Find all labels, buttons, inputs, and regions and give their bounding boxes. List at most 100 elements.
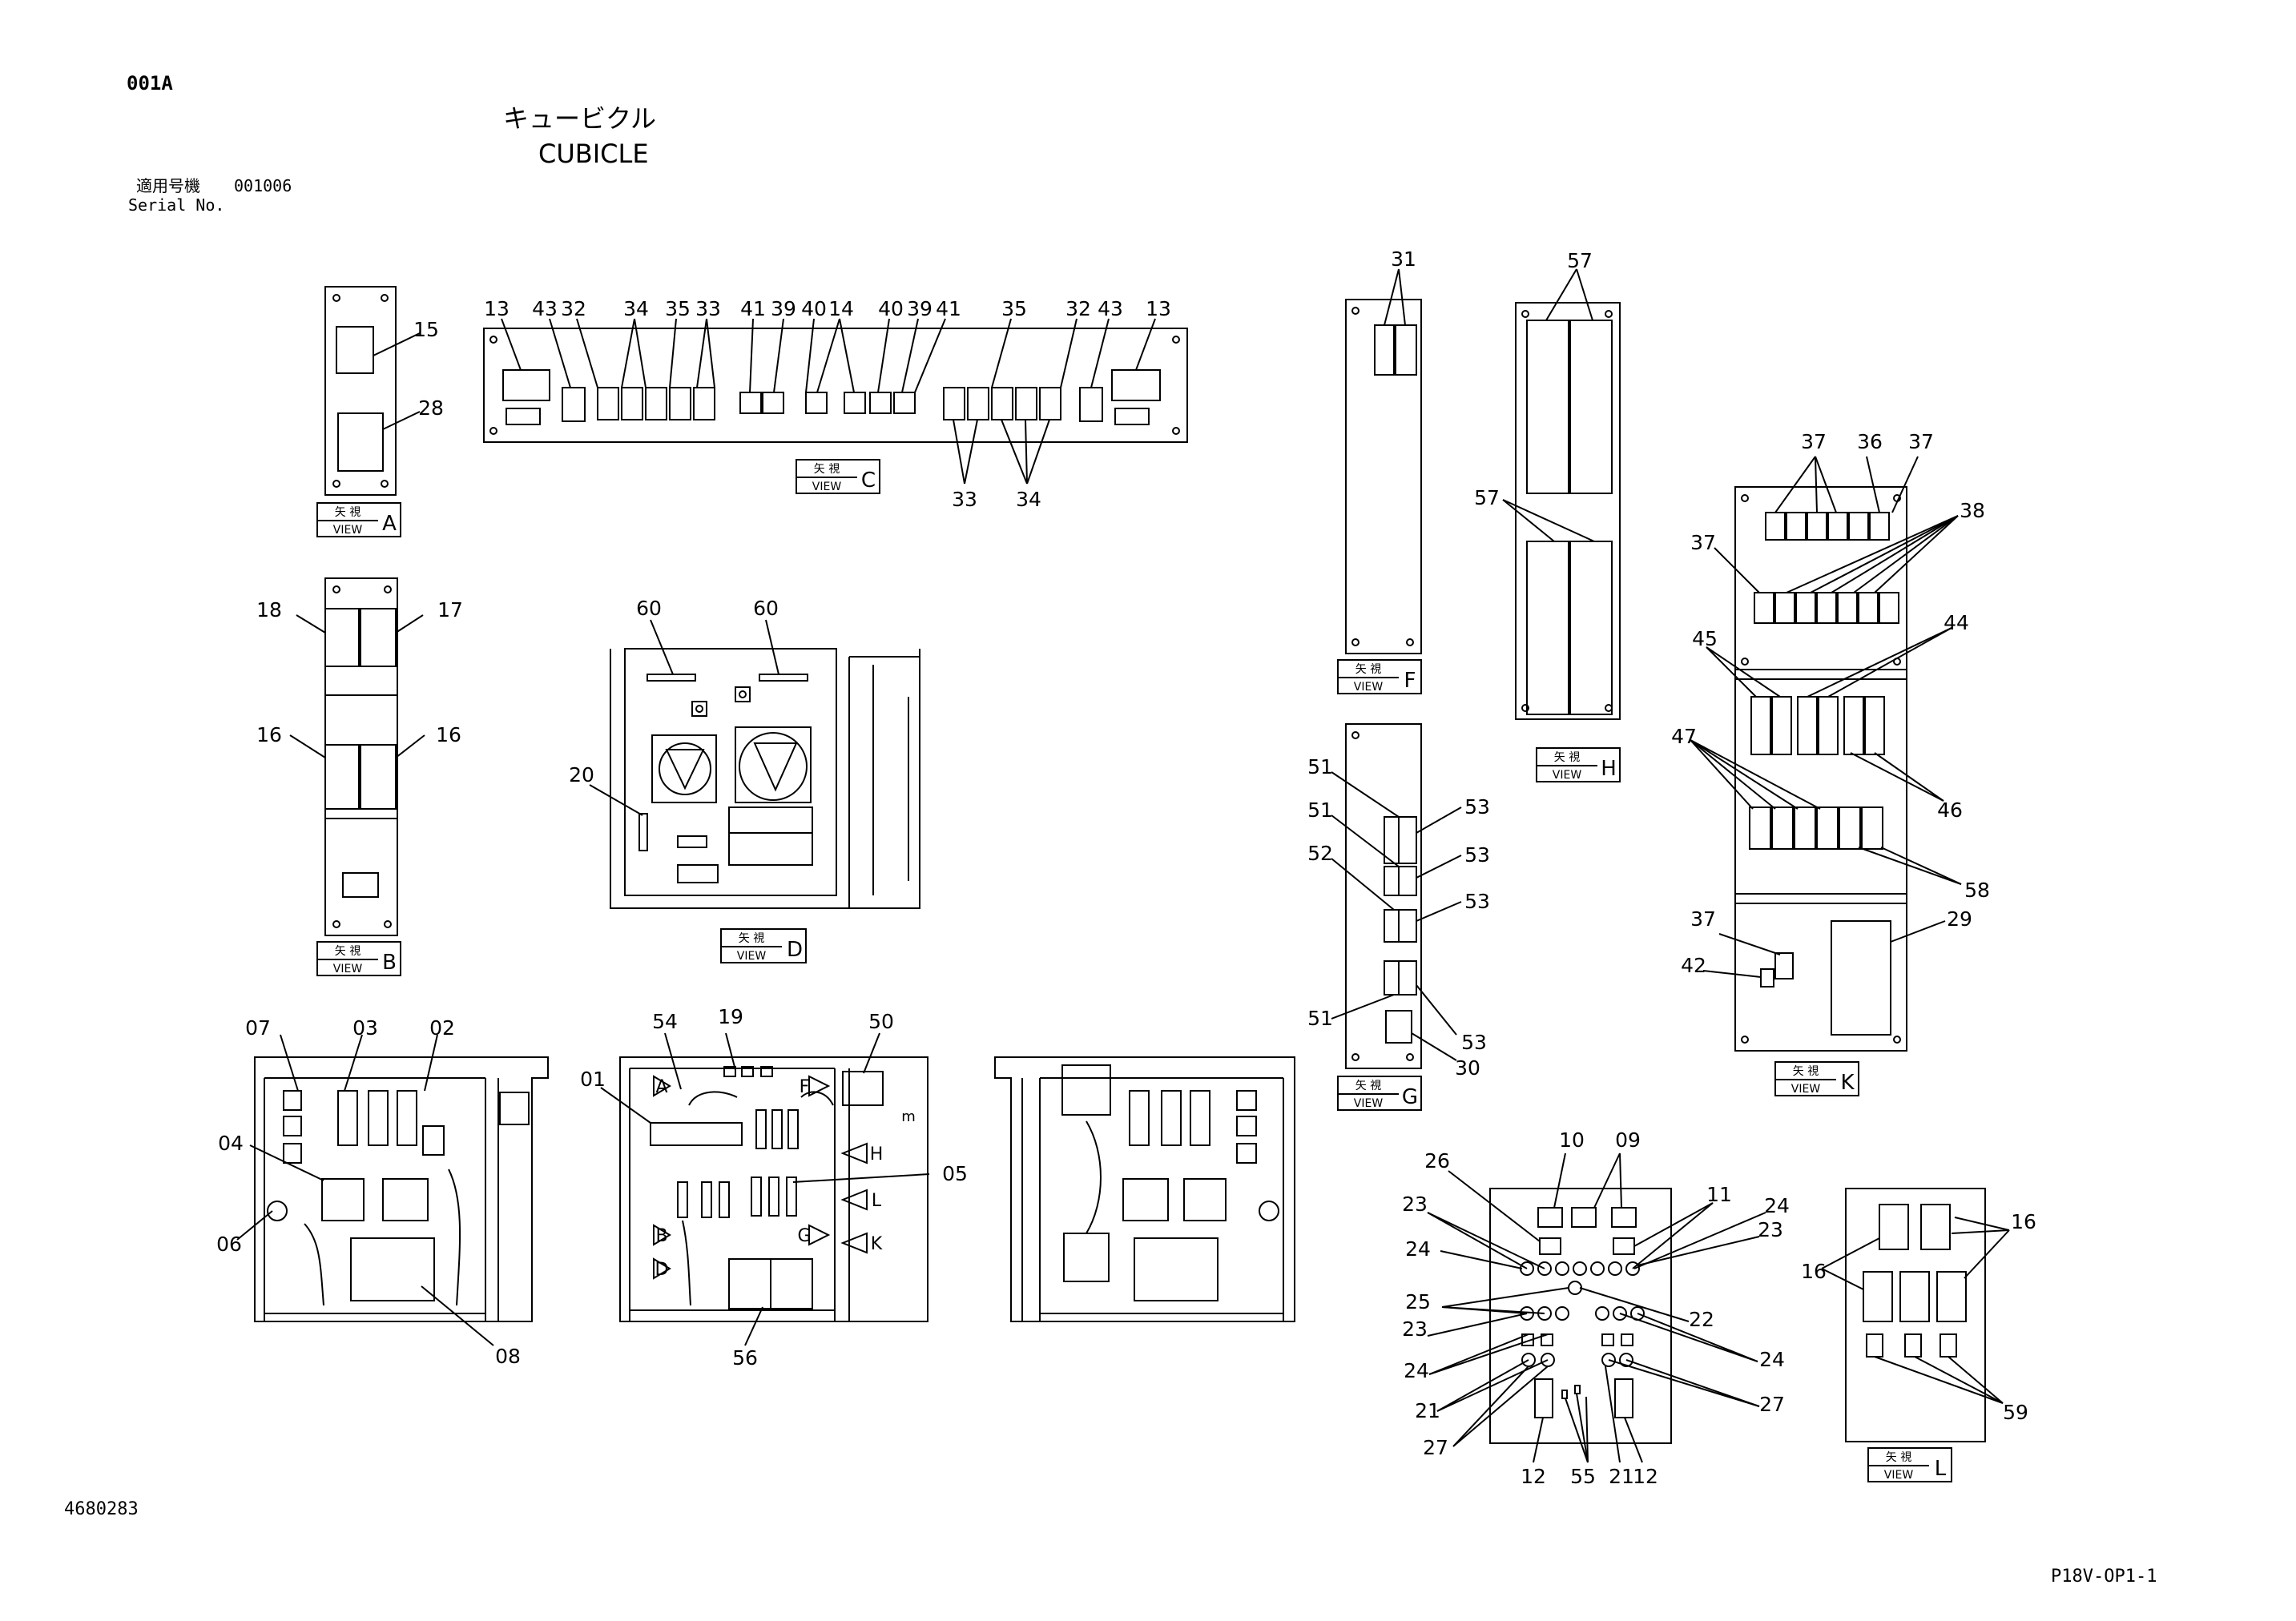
callout: 35	[1001, 297, 1027, 320]
callout: 54	[652, 1010, 678, 1033]
callout: 16	[2011, 1210, 2036, 1233]
view-tag-c-en: VIEW	[812, 481, 842, 493]
callout: 28	[418, 396, 444, 420]
callout: 39	[771, 297, 796, 320]
callout: 32	[1065, 297, 1091, 320]
callout: 09	[1615, 1128, 1641, 1152]
document-number: 4680283	[64, 1499, 139, 1519]
callout: 16	[1801, 1260, 1827, 1283]
view-tag-a-en: VIEW	[333, 524, 363, 537]
callout: 08	[495, 1345, 521, 1368]
title-japanese: キュービクル	[503, 103, 657, 134]
serial-label-japanese: 適用号機	[136, 176, 200, 195]
callout: 46	[1937, 798, 1963, 822]
view-tag-l-en: VIEW	[1884, 1469, 1914, 1482]
callout: 20	[569, 763, 594, 786]
callout: 04	[218, 1132, 244, 1155]
assembly-side-view-left	[236, 1034, 549, 1346]
view-tag-d-jp: 矢 視	[739, 932, 764, 945]
view-tag-h-en: VIEW	[1553, 769, 1582, 782]
callout: 51	[1307, 755, 1333, 778]
view-tag-h-jp: 矢 視	[1554, 751, 1580, 764]
callout: 45	[1692, 627, 1718, 650]
callout: 23	[1758, 1218, 1783, 1241]
view-tag-l-jp: 矢 視	[1886, 1451, 1911, 1464]
callout: 15	[413, 318, 439, 341]
callout: 23	[1402, 1193, 1428, 1216]
view-letter-b: B	[382, 951, 397, 975]
callout: 17	[437, 598, 463, 621]
view-f	[1337, 268, 1422, 694]
callout: 50	[868, 1010, 894, 1033]
callout: 24	[1405, 1237, 1431, 1261]
callout: 59	[2003, 1401, 2028, 1424]
callout: 58	[1964, 879, 1990, 902]
callout: 23	[1402, 1317, 1428, 1341]
view-letter-c: C	[861, 469, 876, 493]
callout: 41	[740, 297, 766, 320]
callout: 41	[936, 297, 961, 320]
view-tag-b-jp: 矢 視	[335, 945, 361, 958]
callout: 38	[1960, 499, 1985, 522]
view-c	[483, 318, 1188, 494]
callout: 37	[1801, 430, 1827, 453]
callout: 16	[256, 723, 282, 746]
view-tag-f-jp: 矢 視	[1355, 663, 1381, 676]
view-tag-f-en: VIEW	[1354, 681, 1384, 694]
callout: 12	[1633, 1465, 1658, 1488]
callout: 51	[1307, 1007, 1333, 1030]
callout: 27	[1423, 1436, 1448, 1459]
callout: 33	[952, 488, 977, 511]
callout: 24	[1764, 1194, 1790, 1217]
page-reference: P18V-OP1-1	[2051, 1567, 2157, 1587]
callout: 53	[1464, 843, 1490, 867]
view-tag-d-en: VIEW	[737, 950, 767, 963]
callout: 55	[1570, 1465, 1596, 1488]
callout: 33	[695, 297, 721, 320]
view-a	[316, 286, 421, 537]
view-letter-d: D	[787, 938, 803, 962]
diagram-letter: B	[655, 1226, 667, 1246]
callout: 07	[245, 1016, 271, 1040]
diagram-letter: D	[655, 1260, 669, 1280]
callout: 52	[1307, 842, 1333, 865]
callout: 31	[1391, 247, 1416, 271]
callout: 60	[753, 597, 779, 620]
view-tag-c-jp: 矢 視	[814, 463, 840, 476]
callout: 56	[732, 1346, 758, 1370]
callout: 24	[1759, 1348, 1785, 1371]
callout: 22	[1689, 1308, 1714, 1331]
view-tag-g-jp: 矢 視	[1355, 1080, 1381, 1092]
view-b	[289, 577, 425, 976]
control-panel-view	[1427, 1152, 1766, 1463]
serial-label-english: Serial No.	[128, 195, 225, 215]
callout: 06	[216, 1233, 242, 1256]
callout: 53	[1461, 1031, 1487, 1054]
callout: 18	[256, 598, 282, 621]
callout: 25	[1405, 1290, 1431, 1313]
view-d	[589, 619, 920, 963]
callout: 37	[1690, 531, 1716, 554]
callout: 43	[532, 297, 558, 320]
callout: 13	[1146, 297, 1171, 320]
callout: 01	[580, 1068, 606, 1091]
view-letter-g: G	[1402, 1085, 1418, 1109]
callout: 10	[1559, 1128, 1585, 1152]
view-g	[1331, 723, 1462, 1111]
view-letter-h: H	[1601, 757, 1617, 781]
callout: 36	[1857, 430, 1883, 453]
diagram-letter: G	[797, 1226, 811, 1246]
callout: 44	[1944, 611, 1969, 634]
view-h	[1502, 268, 1621, 782]
view-tag-a-jp: 矢 視	[335, 506, 361, 519]
callout: 02	[429, 1016, 455, 1040]
callout: 60	[636, 597, 662, 620]
serial-number: 001006	[234, 176, 292, 195]
view-l	[1821, 1188, 2010, 1482]
callout: 12	[1521, 1465, 1546, 1488]
view-letter-a: A	[382, 512, 397, 536]
view-letter-f: F	[1404, 669, 1416, 693]
callout: 16	[436, 723, 461, 746]
callout: 42	[1681, 954, 1706, 977]
